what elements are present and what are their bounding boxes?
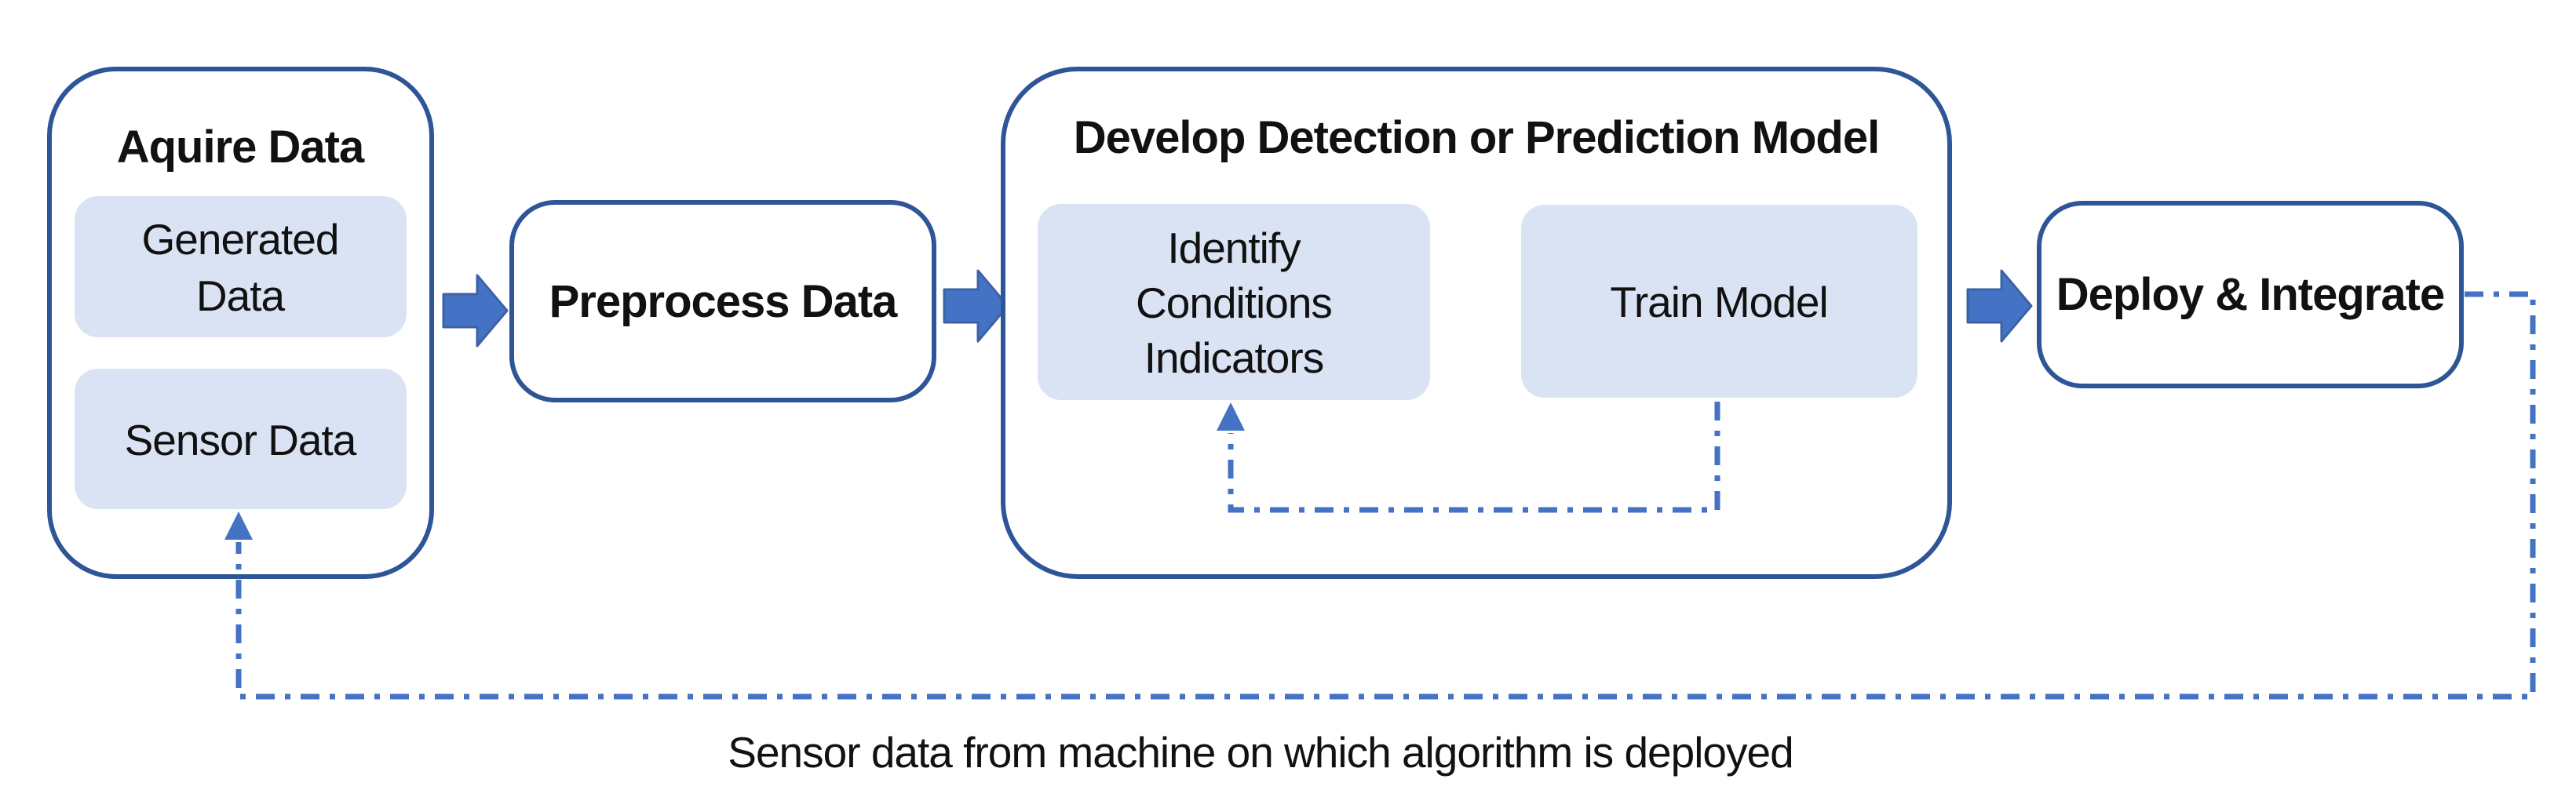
- deploy-integrate-box: [2037, 201, 2464, 388]
- generated-data-node: [75, 196, 407, 337]
- stage-preprocess-data: Preprocess Data: [509, 200, 936, 402]
- develop-model-title: Develop Detection or Prediction Model: [1074, 112, 1879, 163]
- deploy-integrate-title: Deploy & Integrate: [2056, 269, 2444, 320]
- stage-deploy-integrate: Deploy & Integrate: [2037, 201, 2464, 388]
- caption: Sensor data from machine on which algori…: [728, 728, 1793, 777]
- generated-data-label-line2: Data: [196, 271, 286, 320]
- develop-model-box: [1001, 67, 1952, 579]
- sensor-data-node: [75, 369, 407, 509]
- identify-label-line2: Conditions: [1136, 278, 1332, 327]
- train-model-label: Train Model: [1610, 278, 1827, 326]
- arrow-preprocess-to-develop: [943, 269, 1009, 343]
- identify-label-line3: Indicators: [1144, 333, 1323, 382]
- stage-acquire-data: Aquire Data Generated Data Sensor Data: [47, 67, 434, 579]
- feedback-train-to-identify-line: [1228, 402, 1720, 513]
- acquire-data-title: Aquire Data: [117, 122, 365, 173]
- arrow-acquire-to-preprocess: [442, 274, 509, 348]
- train-model-node: [1521, 205, 1917, 398]
- preprocess-data-box: [509, 200, 936, 402]
- generated-data-label-line1: Generated: [142, 215, 339, 264]
- feedback-deploy-to-sensor-line: [235, 291, 2536, 700]
- identify-conditions-node: [1038, 204, 1430, 400]
- sensor-data-label: Sensor Data: [125, 416, 357, 464]
- arrow-develop-to-deploy: [1966, 269, 2033, 343]
- feedback-deploy-to-sensor-arrowhead-icon: [224, 511, 253, 540]
- identify-label-line1: Identify: [1167, 224, 1301, 272]
- stage-develop-model: Develop Detection or Prediction Model Id…: [1001, 67, 1952, 579]
- feedback-train-to-identify-arrowhead-icon: [1217, 402, 1245, 431]
- preprocess-data-title: Preprocess Data: [549, 276, 899, 327]
